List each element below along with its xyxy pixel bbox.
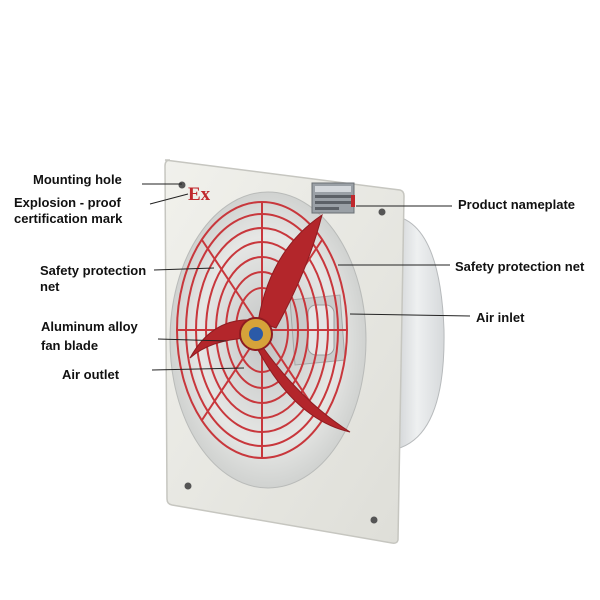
fan-housing — [389, 214, 445, 451]
label-aluminum-blade-line2: fan blade — [41, 338, 99, 353]
label-air-outlet: Air outlet — [62, 367, 120, 382]
fan-hub-center — [249, 327, 263, 341]
label-product-nameplate: Product nameplate — [458, 197, 576, 212]
mounting-hole-bottom-right — [370, 516, 378, 524]
mounting-hole-bottom-left — [184, 482, 192, 490]
leader-lines — [142, 183, 471, 371]
label-explosion-proof-line2: certification mark — [14, 211, 123, 226]
label-aluminum-blade-line1: Aluminum alloy — [41, 319, 138, 334]
mounting-hole-top-left — [178, 181, 186, 189]
aluminum-fan-blades — [189, 213, 351, 433]
explosion-proof-mark: Ex — [188, 184, 211, 205]
product-nameplate — [311, 182, 355, 214]
label-mounting-hole: Mounting hole — [33, 172, 122, 187]
mounting-hole-top-right — [378, 208, 386, 216]
label-safety-net-left-line1: Safety protection — [40, 263, 147, 278]
ex-mark-text: Ex — [188, 184, 211, 205]
label-safety-net-right: Safety protection net — [455, 259, 585, 274]
label-explosion-proof-line1: Explosion - proof — [14, 195, 121, 210]
label-safety-net-left-line2: net — [40, 279, 60, 294]
label-air-inlet: Air inlet — [476, 310, 525, 325]
